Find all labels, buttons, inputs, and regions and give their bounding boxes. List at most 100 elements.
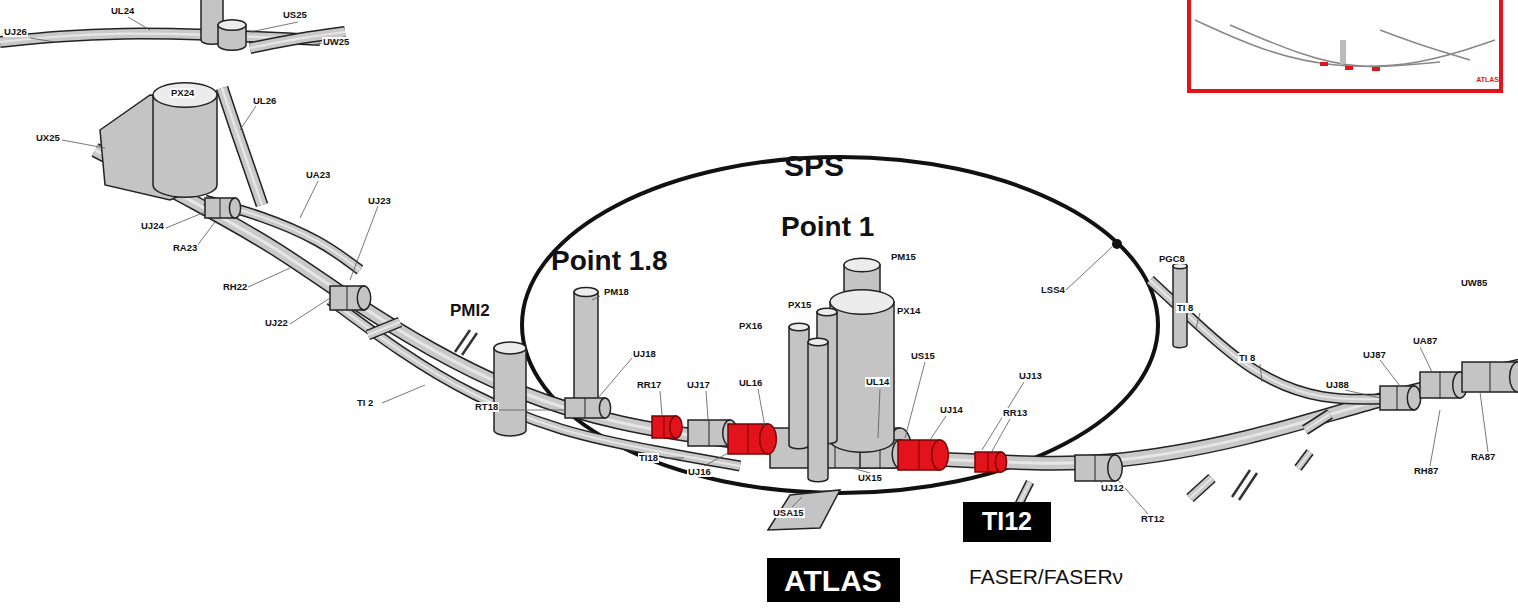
leader-line (664, 458, 684, 459)
uj87-cavern (1420, 372, 1467, 398)
leader-line (290, 298, 330, 324)
tunnel-label: UL14 (865, 377, 890, 387)
hatch-marker (462, 333, 477, 355)
tunnel-label: UJ16 (687, 467, 712, 477)
tunnel-label: PX16 (738, 321, 763, 331)
hatch-marker (1232, 470, 1250, 497)
tunnel-label: RA23 (172, 243, 198, 253)
tunnel-label: UL16 (738, 378, 763, 388)
tunnel-label: UX25 (35, 133, 61, 143)
leader-line (706, 391, 708, 419)
tunnel-label: PGC8 (1158, 254, 1186, 264)
leader-line (992, 419, 1010, 451)
px16-shaft (789, 323, 809, 449)
location-tag: ATLAS (767, 558, 900, 602)
leader-line (905, 362, 925, 438)
stub (368, 322, 400, 335)
tunnel-label: UJ14 (939, 405, 964, 415)
tunnel-label: RA87 (1470, 452, 1496, 462)
tunnel-label: UJ23 (367, 196, 392, 206)
node-text: ATLAS (784, 564, 882, 597)
lss4-point (1112, 239, 1122, 249)
stub (1190, 478, 1212, 498)
inset-frame: ATLAS (1187, 0, 1503, 93)
experiment-label: FASER/FASERν (968, 566, 1124, 588)
tunnel-label: RR17 (636, 380, 662, 390)
leader-line (1480, 392, 1488, 452)
pmi2-shaft (494, 342, 526, 436)
tunnel-label: UJ88 (1325, 380, 1350, 390)
stub (1305, 414, 1330, 430)
node-text: TI12 (982, 508, 1032, 536)
rt18-cavern (565, 398, 611, 418)
tunnel-label: RT12 (1140, 514, 1165, 524)
tunnel-label: RH87 (1413, 466, 1439, 476)
tunnel-label: UJ12 (1100, 483, 1125, 493)
uj22-cavern (330, 286, 371, 310)
leader-line (382, 385, 425, 403)
tunnel-label: RT18 (474, 402, 499, 412)
ra87-cavern (1462, 362, 1518, 392)
usa15-cavern (768, 490, 840, 530)
tunnel-label: UA23 (305, 170, 331, 180)
tunnel-label: TI18 (638, 453, 659, 463)
tunnel-label: TI 2 (356, 398, 374, 408)
area-title: PMI2 (449, 302, 491, 320)
tunnel-label: LSS4 (1040, 285, 1066, 295)
tunnel-label: PX24 (170, 88, 195, 98)
ti2-tunnel (330, 300, 740, 466)
leader-line (592, 296, 600, 300)
tunnel-label: US25 (282, 10, 308, 20)
leader-line (1066, 247, 1112, 290)
tunnel-label: PM15 (890, 252, 917, 262)
leader-line (1380, 360, 1400, 386)
leader-line (758, 389, 765, 427)
uj16-alcove (728, 424, 776, 454)
tunnel-label: PM18 (603, 287, 630, 297)
leader-line (30, 38, 55, 42)
leader-line (878, 389, 880, 438)
tunnel-label: UL24 (110, 6, 135, 16)
node-text: ATLAS (1476, 76, 1499, 89)
area-title: Point 1.8 (550, 246, 669, 275)
leader-line (240, 106, 256, 130)
tunnel-label: UW85 (1460, 278, 1488, 288)
tunnel-label: UJ24 (140, 221, 165, 231)
uj88-cavern (1380, 386, 1421, 410)
leader-line (498, 410, 565, 411)
tunnel-label: UJ17 (686, 380, 711, 390)
tunnel-label: US15 (910, 351, 936, 361)
tunnel-label: PX15 (787, 300, 812, 310)
leader-line (246, 268, 290, 288)
leader-line (704, 452, 730, 466)
tunnel-label: UJ13 (1018, 371, 1043, 381)
tunnel-label: UJ87 (1362, 350, 1387, 360)
pm18-shaft (574, 287, 598, 412)
tunnel-label: RH22 (222, 282, 248, 292)
leader-line (598, 358, 632, 398)
tunnel-label: UL26 (252, 96, 277, 106)
area-title: Point 1 (780, 212, 875, 241)
leader-line (930, 416, 946, 440)
leader-line (1260, 364, 1262, 382)
leader-line (1345, 390, 1380, 398)
leader-line (1430, 410, 1440, 466)
us25-cavern (218, 20, 246, 51)
leader-line (1420, 347, 1432, 372)
hatch-marker (1239, 473, 1257, 500)
lhc-tunnel (95, 150, 1518, 463)
tunnel-label: RR13 (1002, 408, 1028, 418)
tunnel-label: UJ18 (632, 349, 657, 359)
uj14-alcove (898, 440, 948, 470)
px24-shaft (153, 83, 217, 197)
tunnel-label: UX15 (857, 473, 883, 483)
tunnel-label: UW25 (322, 37, 350, 47)
tunnel-label: TI 8 (1176, 303, 1194, 313)
px14-shaft (830, 290, 894, 452)
leader-line (166, 212, 205, 228)
leader-line (792, 497, 802, 507)
leader-line (1196, 313, 1200, 328)
cavern (205, 198, 241, 218)
tunnel-label: UJ22 (264, 318, 289, 328)
tunnel-label: USA15 (772, 508, 805, 518)
